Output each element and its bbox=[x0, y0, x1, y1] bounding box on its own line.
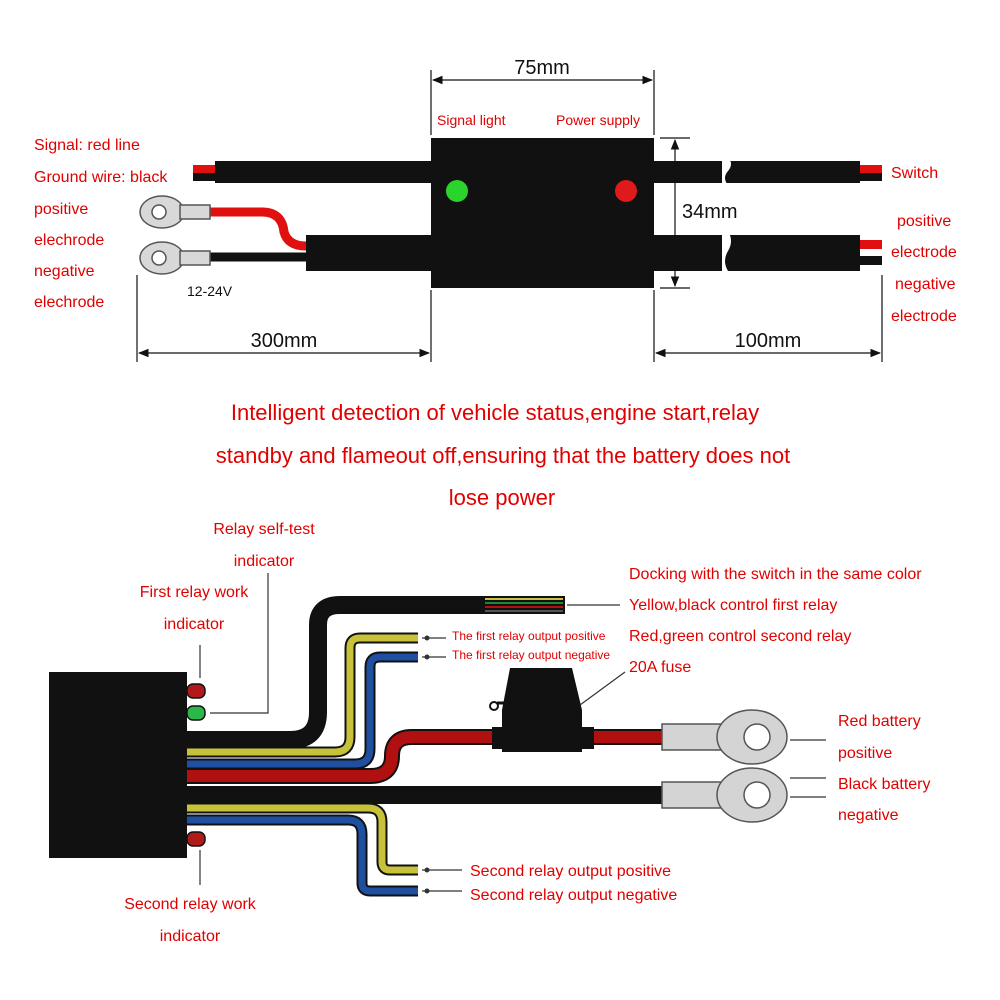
cable-break-bottom bbox=[722, 229, 731, 277]
signal-light-label: Signal light bbox=[437, 112, 506, 128]
negative-label: negative bbox=[34, 263, 95, 280]
voltage-label: 12-24V bbox=[187, 283, 233, 299]
description: Intelligent detection of vehicle status,… bbox=[216, 400, 790, 510]
docking-label: Docking with the switch in the same colo… bbox=[629, 566, 922, 583]
ground-black-tip bbox=[193, 173, 215, 181]
second-relay-indicator-led bbox=[186, 831, 206, 847]
switch-label: Switch bbox=[891, 165, 938, 182]
negative-ring-terminal bbox=[139, 241, 211, 275]
dim-300-label: 300mm bbox=[251, 330, 318, 352]
control-cable-end bbox=[485, 596, 565, 614]
power-supply-led bbox=[615, 180, 637, 202]
power-supply-label: Power supply bbox=[556, 112, 640, 128]
signal-red-line-label: Signal: red line bbox=[34, 137, 140, 154]
signal-light-led bbox=[446, 180, 468, 202]
description-line-3: lose power bbox=[449, 485, 555, 510]
black-battery-label-2: negative bbox=[838, 807, 899, 824]
top-right-cable bbox=[654, 161, 860, 183]
switch-black-tip bbox=[860, 173, 882, 181]
yellow-black-label: Yellow,black control first relay bbox=[629, 597, 837, 614]
bottom-left-cable bbox=[306, 235, 432, 271]
first-relay-label-1: First relay work bbox=[140, 584, 249, 601]
right-negative-tip bbox=[860, 256, 882, 265]
dim-34-label: 34mm bbox=[682, 201, 738, 223]
description-line-1: Intelligent detection of vehicle status,… bbox=[231, 400, 759, 425]
controller-box bbox=[431, 138, 654, 288]
second-out-negative-label: Second relay output negative bbox=[470, 887, 677, 904]
description-line-2: standby and flameout off,ensuring that t… bbox=[216, 443, 790, 468]
right-electrode-label-2: electrode bbox=[891, 308, 957, 325]
positive-lead-wire bbox=[205, 207, 307, 251]
signal-red-tip bbox=[193, 165, 215, 173]
black-battery-label-1: Black battery bbox=[838, 776, 930, 793]
right-positive-tip bbox=[860, 240, 882, 249]
red-battery-label-1: Red battery bbox=[838, 713, 921, 730]
top-diagram: 75mm Signal light Power supply 34mm 300m… bbox=[34, 57, 957, 362]
positive-ring-terminal bbox=[139, 195, 211, 229]
dim-75-label: 75mm bbox=[514, 57, 570, 79]
relay-selftest-label-1: Relay self-test bbox=[213, 521, 315, 538]
relay-module-box bbox=[49, 672, 187, 858]
second-relay-label-1: Second relay work bbox=[124, 896, 257, 913]
red-battery-label-2: positive bbox=[838, 745, 892, 762]
red-green-label: Red,green control second relay bbox=[629, 628, 851, 645]
right-positive-label: positive bbox=[897, 213, 951, 230]
first-relay-indicator-led bbox=[186, 683, 206, 699]
black-battery-terminal bbox=[661, 767, 788, 823]
ground-wire-label: Ground wire: black bbox=[34, 169, 168, 186]
first-relay-label-2: indicator bbox=[164, 616, 225, 633]
control-cable bbox=[187, 596, 485, 749]
right-negative-label: negative bbox=[895, 276, 956, 293]
first-out-negative-label: The first relay output negative bbox=[452, 648, 610, 662]
cable-break-top bbox=[722, 155, 731, 191]
fuse-holder bbox=[489, 668, 594, 752]
electrode-label-1: elechrode bbox=[34, 232, 104, 249]
bottom-diagram: Relay self-test indicator First relay wo… bbox=[49, 521, 930, 945]
positive-label: positive bbox=[34, 201, 88, 218]
top-left-cable bbox=[215, 161, 431, 183]
second-relay-label-2: indicator bbox=[160, 928, 221, 945]
dim-100-label: 100mm bbox=[735, 330, 802, 352]
right-electrode-label-1: electrode bbox=[891, 244, 957, 261]
self-test-indicator-led bbox=[186, 705, 206, 721]
relay-selftest-label-2: indicator bbox=[234, 553, 295, 570]
bottom-right-cable bbox=[654, 235, 860, 271]
switch-red-tip bbox=[860, 165, 882, 173]
fuse-label: 20A fuse bbox=[629, 659, 691, 676]
electrode-label-2: elechrode bbox=[34, 294, 104, 311]
second-out-positive-label: Second relay output positive bbox=[470, 863, 671, 880]
red-battery-terminal bbox=[661, 709, 788, 765]
first-out-positive-label: The first relay output positive bbox=[452, 629, 606, 643]
